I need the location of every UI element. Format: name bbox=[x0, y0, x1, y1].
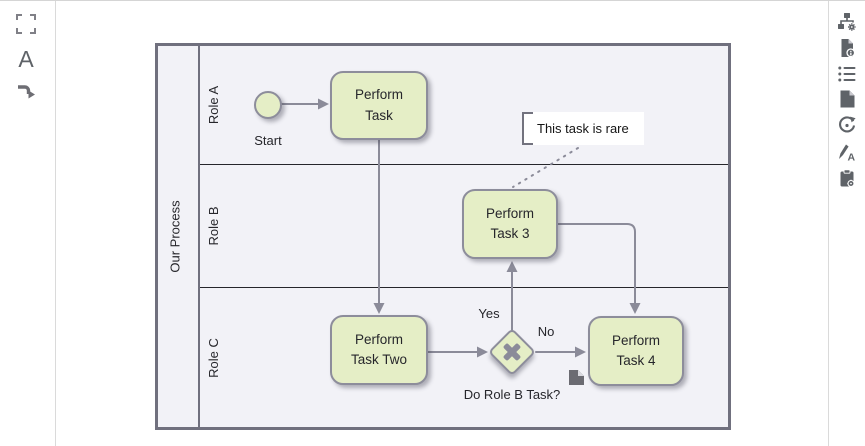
right-toolbar: A bbox=[828, 1, 865, 446]
history-restore-button[interactable] bbox=[833, 112, 861, 138]
annotation-text: This task is rare bbox=[537, 121, 629, 136]
top-border bbox=[0, 0, 865, 1]
pool-header-divider bbox=[198, 46, 200, 427]
task-label-line: Perform bbox=[354, 87, 403, 103]
task-perform-task-3[interactable]: Perform Task 3 bbox=[462, 189, 558, 259]
text-size-icon: A bbox=[18, 45, 34, 72]
fit-to-screen-icon bbox=[16, 14, 36, 34]
lane-label-role-a: Role A bbox=[206, 85, 221, 125]
lane-label-role-c: Role C bbox=[206, 338, 221, 378]
text-style-brush-icon: A bbox=[839, 144, 856, 163]
annotation-bracket bbox=[522, 112, 533, 145]
new-page-button[interactable] bbox=[833, 86, 861, 112]
file-info-button[interactable] bbox=[833, 35, 861, 61]
task-label-line: Perform bbox=[611, 332, 660, 348]
lane-label-role-b: Role B bbox=[206, 206, 221, 246]
left-toolbar: A bbox=[0, 1, 56, 446]
flow-label-no[interactable]: No bbox=[537, 324, 555, 339]
task-perform-task-two[interactable]: Perform Task Two bbox=[330, 315, 428, 385]
flow-direction-button[interactable] bbox=[11, 78, 41, 108]
text-style-button[interactable]: A bbox=[833, 139, 861, 165]
paste-settings-icon bbox=[840, 169, 855, 188]
new-page-icon bbox=[840, 90, 855, 108]
task-perform-task[interactable]: Perform Task bbox=[330, 71, 428, 140]
paste-settings-button[interactable] bbox=[833, 166, 861, 192]
start-event[interactable] bbox=[254, 91, 282, 119]
task-label-line: Perform bbox=[354, 331, 403, 347]
task-perform-task-4[interactable]: Perform Task 4 bbox=[588, 316, 684, 386]
task-label-line: Task 3 bbox=[490, 226, 530, 241]
list-view-button[interactable] bbox=[833, 61, 861, 87]
lane-divider-a-b bbox=[200, 164, 728, 165]
task-label-line: Task Two bbox=[350, 352, 408, 367]
file-info-icon bbox=[841, 39, 856, 58]
task-label-line: Task 4 bbox=[616, 353, 656, 368]
text-annotation[interactable]: This task is rare bbox=[522, 112, 644, 145]
text-style-a-glyph: A bbox=[848, 152, 856, 163]
text-size-button[interactable]: A bbox=[11, 44, 41, 74]
flow-label-yes[interactable]: Yes bbox=[478, 306, 500, 321]
gateway-label: Do Role B Task? bbox=[463, 387, 561, 402]
fit-to-screen-button[interactable] bbox=[11, 9, 41, 39]
task-label-line: Task bbox=[365, 107, 393, 123]
pool-label: Our Process bbox=[167, 200, 183, 273]
flow-direction-arrow-icon bbox=[18, 85, 35, 99]
lane-divider-b-c bbox=[200, 287, 728, 288]
list-view-icon bbox=[838, 66, 856, 82]
history-restore-icon bbox=[839, 116, 856, 133]
start-event-label: Start bbox=[254, 133, 282, 148]
task-label-line: Perform bbox=[485, 205, 534, 221]
process-hierarchy-settings-button[interactable] bbox=[833, 9, 861, 35]
document-badge-icon[interactable] bbox=[567, 369, 586, 386]
process-hierarchy-settings-icon bbox=[838, 13, 856, 31]
